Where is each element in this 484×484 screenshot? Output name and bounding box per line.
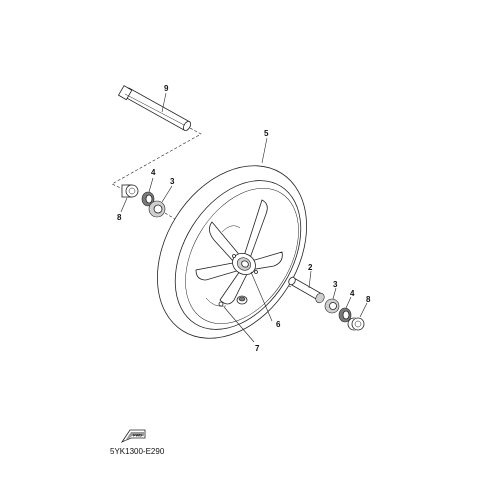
drawing-code: 5YK1300-E290: [110, 447, 165, 456]
callout-valve: 7: [255, 344, 260, 353]
callout-bearing-right: 3: [333, 280, 338, 289]
collar-left[interactable]: [121, 184, 139, 198]
callout-axle: 9: [164, 84, 169, 93]
oil-seal-right[interactable]: [338, 307, 352, 323]
bearing-right[interactable]: [324, 298, 340, 314]
callout-oil-seal-left: 4: [151, 168, 156, 177]
fwd-label: FWD: [133, 433, 142, 438]
callout-collar-left: 8: [117, 213, 122, 222]
callout-collar-right: 8: [366, 295, 371, 304]
callout-oil-seal-right: 4: [350, 289, 355, 298]
oil-seal-right-lead: [345, 296, 352, 309]
callout-bearing-left: 3: [170, 177, 175, 186]
axle[interactable]: [117, 85, 193, 132]
valve[interactable]: [218, 295, 248, 307]
axle-lead: [161, 92, 167, 113]
wheel[interactable]: [195, 199, 283, 307]
callout-wheel: 6: [276, 320, 281, 329]
collar-right[interactable]: [347, 317, 365, 331]
valve-lead: [223, 306, 255, 343]
bearing-left-lead: [161, 185, 173, 203]
bearing-left[interactable]: [148, 200, 166, 218]
oil-seal-left-lead: [148, 177, 154, 193]
oil-seal-left[interactable]: [141, 191, 155, 207]
callout-spacer: 2: [308, 263, 313, 272]
collar-left-lead: [120, 197, 128, 213]
callout-tire: 5: [264, 129, 269, 138]
wheel-lead: [250, 271, 273, 322]
collar-right-lead: [359, 302, 368, 318]
spacer[interactable]: [287, 276, 326, 304]
fwd-arrow-icon: FWD: [120, 429, 146, 443]
spacer-lead: [308, 270, 312, 289]
tire-lead: [261, 137, 268, 164]
bearing-right-lead: [332, 287, 337, 300]
